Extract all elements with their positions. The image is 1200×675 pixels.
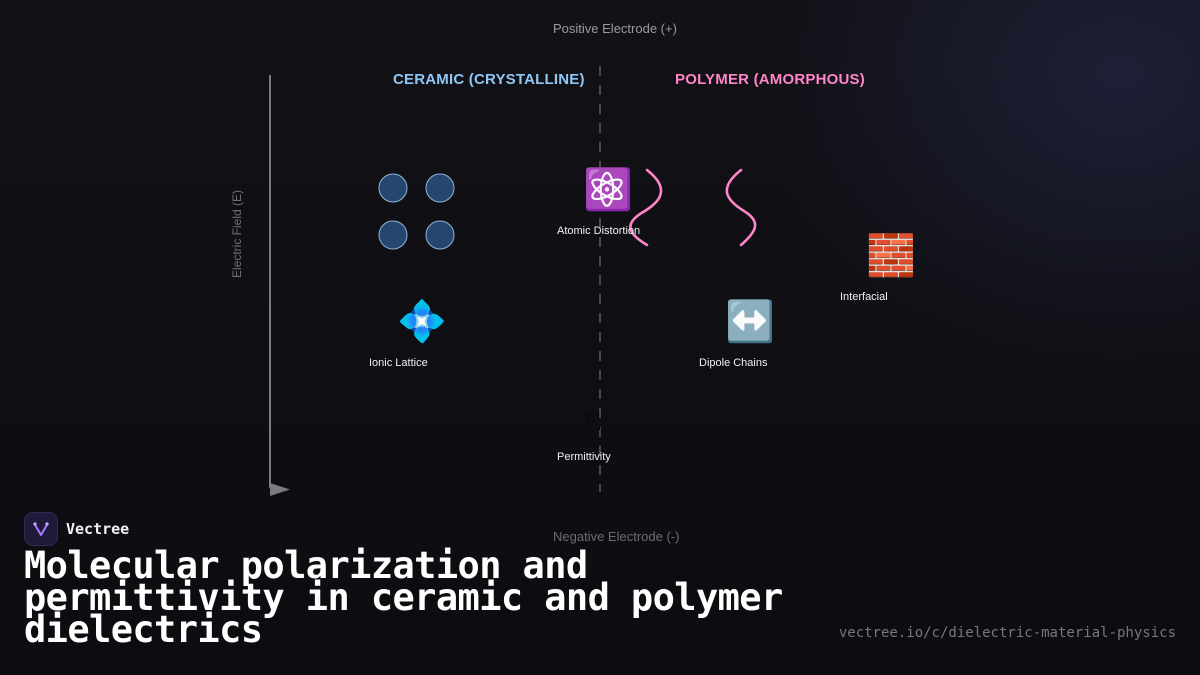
lattice-atom — [378, 173, 408, 203]
ceramic-heading: CERAMIC (CRYSTALLINE) — [393, 71, 585, 88]
dipole-chains-label: Dipole Chains — [699, 357, 768, 369]
polymer-chain — [725, 168, 757, 247]
positive-electrode-label: Positive Electrode (+) — [553, 21, 677, 36]
page-title: Molecular polarization and permittivity … — [24, 544, 783, 651]
lattice-atom — [378, 220, 408, 250]
electric-field-label: Electric Field (E) — [230, 189, 244, 279]
brand-name: Vectree — [66, 520, 130, 538]
negative-electrode-label: Negative Electrode (-) — [553, 529, 680, 544]
atom-icon: ⚛️ — [583, 168, 633, 212]
diamond-lattice-icon: 💠 — [397, 300, 447, 344]
polymer-chain — [629, 168, 663, 247]
vectree-logo-icon — [24, 512, 58, 546]
permittivity-label: Permittivity — [557, 451, 611, 463]
polymer-chains — [629, 168, 757, 247]
brand: Vectree — [24, 512, 129, 546]
ionic-lattice-label: Ionic Lattice — [369, 357, 428, 369]
source-url: vectree.io/c/dielectric-material-physics — [838, 625, 1176, 641]
atomic-distortion-label: Atomic Distortion — [557, 225, 641, 237]
field-axis-arrowhead — [270, 483, 290, 496]
polymer-heading: POLYMER (AMORPHOUS) — [675, 71, 865, 88]
lattice-atom — [425, 173, 455, 203]
interfacial-label: Interfacial — [840, 291, 888, 303]
brick-wall-icon: 🧱 — [866, 234, 916, 278]
left-right-arrow-icon: ↔️ — [725, 300, 775, 344]
lattice-atom — [425, 220, 455, 250]
epsilon-symbol: ε — [583, 399, 602, 440]
ceramic-lattice — [378, 173, 455, 250]
